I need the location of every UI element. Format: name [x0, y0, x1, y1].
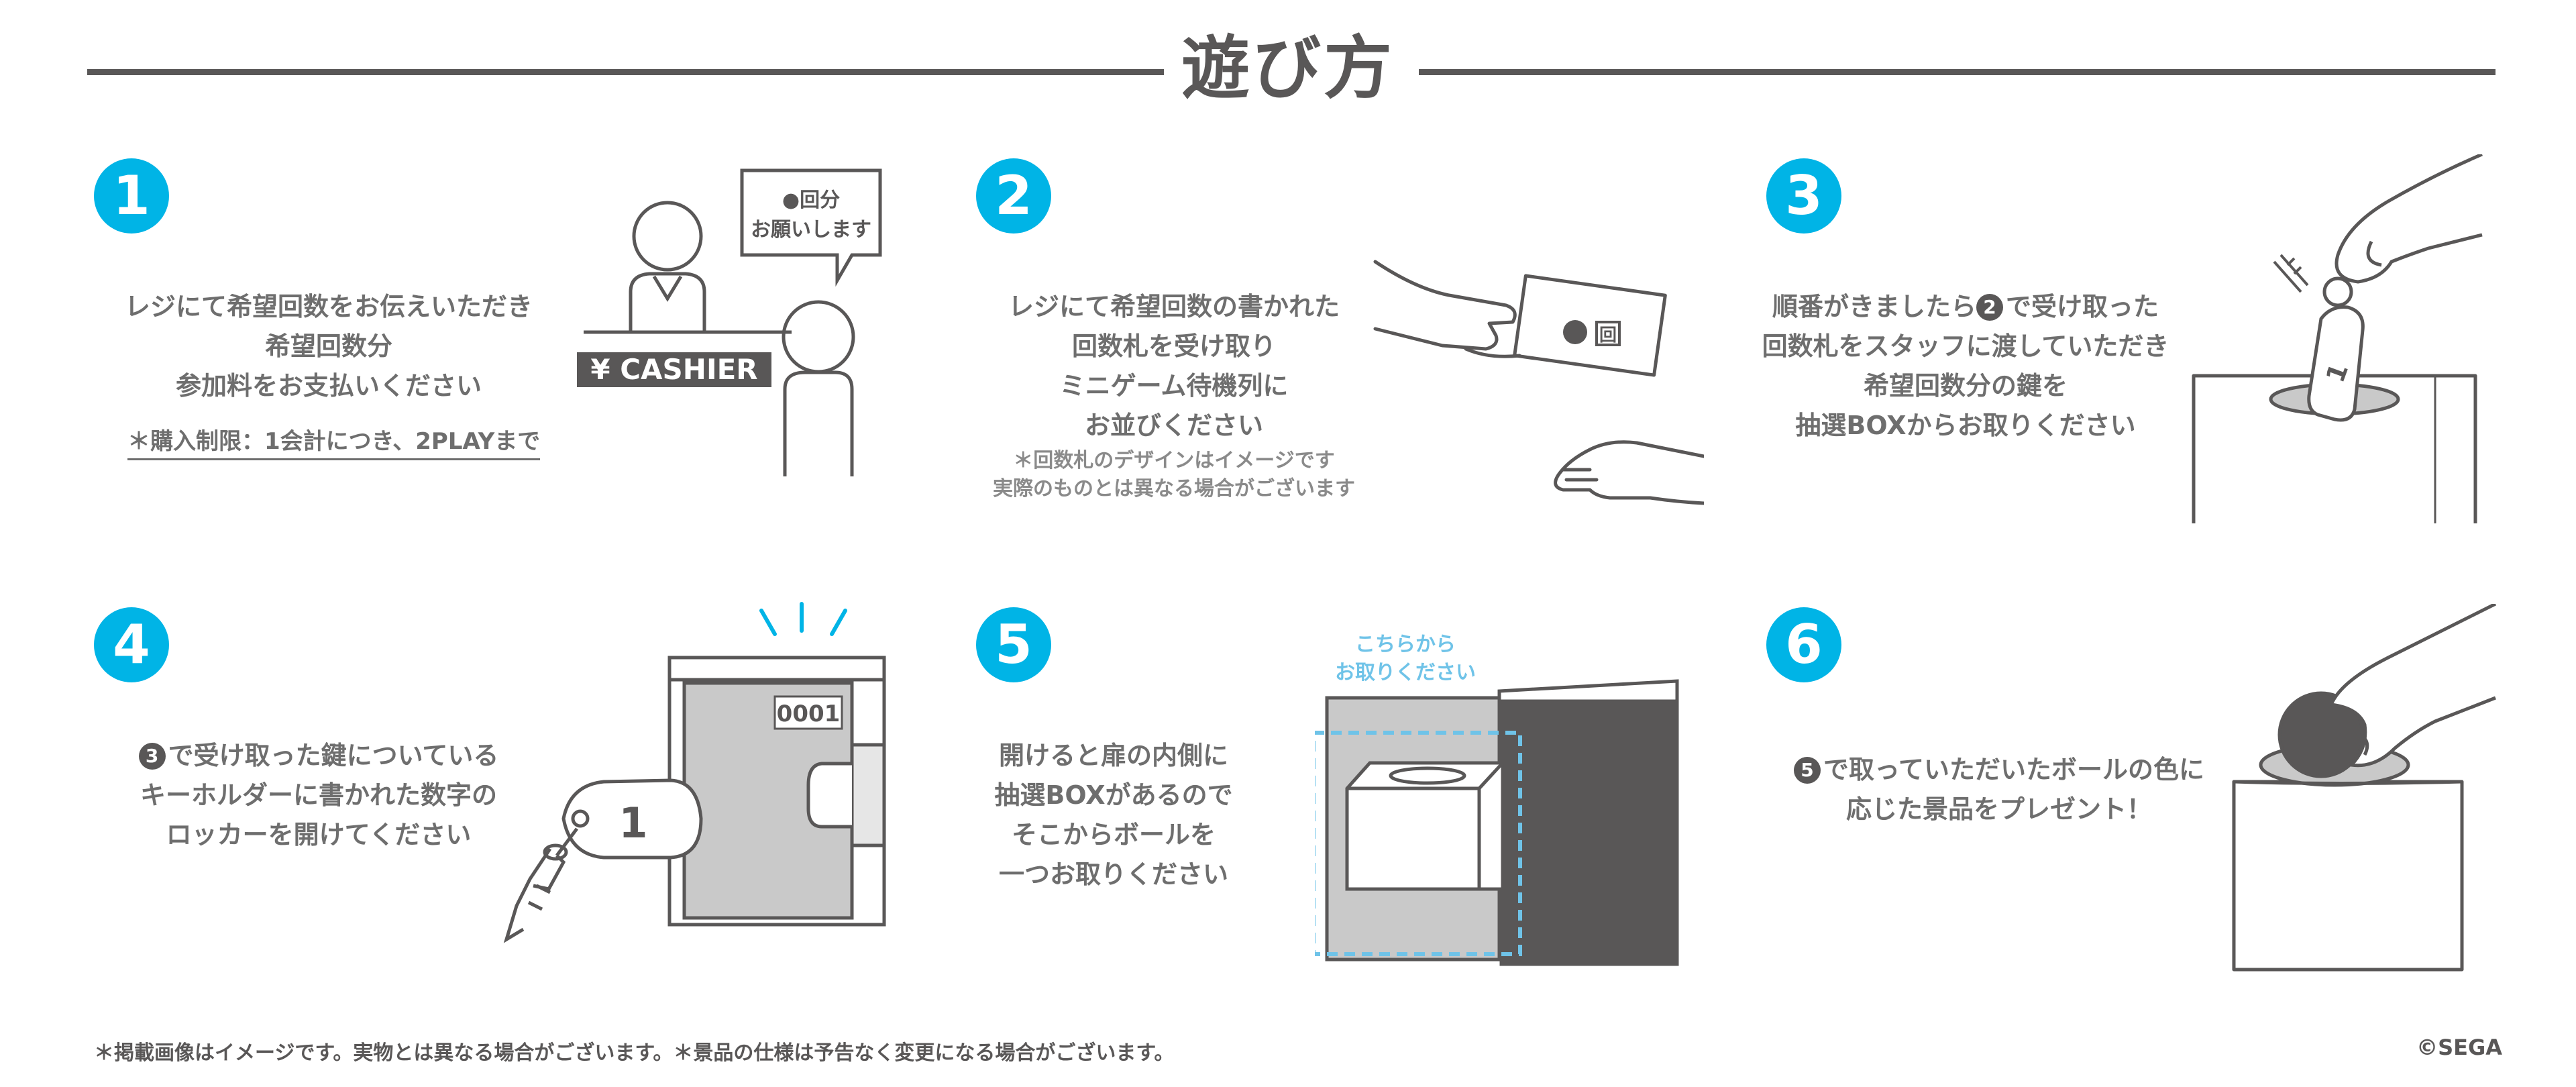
- step-2-note-line-1: ＊回数札のデザインはイメージです: [1013, 449, 1335, 472]
- keyholder-number: 1: [619, 798, 647, 847]
- sparkle-right: [830, 609, 847, 636]
- callout-highlight: [1315, 731, 1522, 956]
- step-1-text: レジにて希望回数をお伝えいただき 希望回数分 参加料をお支払いください: [94, 287, 564, 406]
- step-5-line-3: そこからボールを: [1011, 820, 1216, 849]
- step-ref-3-icon: 3: [138, 743, 166, 770]
- step-4-number: 4: [94, 607, 169, 682]
- step-3-line-4: 抽選BOXからお取りください: [1795, 411, 2136, 440]
- ticket-handover-illustration: 回: [1373, 260, 1704, 505]
- key-tag: [2307, 305, 2365, 422]
- customer-body: [783, 370, 854, 476]
- step-ref-2-icon: 2: [1976, 294, 2003, 321]
- page-title: 遊び方: [1181, 29, 1395, 109]
- purchase-limit-note: ＊購入制限：1会計につき、2PLAYまで: [127, 423, 541, 460]
- locker-number: 0001: [777, 701, 841, 727]
- count-ticket: [1513, 274, 1667, 377]
- title-rule-left: [87, 69, 1164, 75]
- sparkle-left: [759, 609, 777, 636]
- step-4-line-1-rest: で受け取った鍵についている: [168, 741, 499, 770]
- callout-line-1: こちらから: [1355, 633, 1456, 656]
- step-2-note-line-2: 実際のものとは異なる場合がございます: [993, 477, 1355, 501]
- prize-box: [2232, 780, 2464, 972]
- step-4-line-2: キーホルダーに書かれた数字の: [140, 780, 497, 810]
- customer-head: [782, 300, 855, 374]
- speech-bubble: [740, 168, 882, 287]
- customer-hand: [1554, 440, 1704, 505]
- step-2-line-3: ミニゲーム待機列に: [1059, 371, 1289, 401]
- step-3-line-1-rest: で受け取った: [2006, 292, 2159, 321]
- cashier-illustration: ¥ CASHIER ●回分 お願いします: [577, 168, 882, 476]
- step-6-number: 6: [1766, 607, 1841, 682]
- prize-box-ball-illustration: [2232, 604, 2497, 972]
- step-1-line-3: 参加料をお支払いください: [175, 371, 482, 401]
- step-2-number: 2: [976, 158, 1051, 234]
- step-5-line-1: 開けると扉の内側に: [998, 741, 1228, 770]
- callout-line-2: お取りください: [1335, 661, 1476, 684]
- step-3-line-3: 希望回数分の鍵を: [1863, 371, 2068, 401]
- step-3-number: 3: [1766, 158, 1841, 234]
- step-6-line-2: 応じた景品をプレゼント！: [1845, 794, 2152, 824]
- locker-handle: [806, 762, 852, 829]
- step-2-line-1: レジにて希望回数の書かれた: [1008, 292, 1340, 321]
- footer-disclaimer: ＊掲載画像はイメージです。実物とは異なる場合がございます。＊景品の仕様は予告なく…: [94, 1041, 1175, 1065]
- step-2-text: レジにて希望回数の書かれた 回数札を受け取り ミニゲーム待機列に お並びください: [953, 287, 1395, 446]
- title-rule-right: [1419, 69, 2496, 75]
- step-5-line-4: 一つお取りください: [998, 860, 1228, 889]
- locker-illustration: 0001 1: [503, 602, 886, 943]
- step-3-line-1-pre: 順番がきましたら: [1772, 292, 1976, 321]
- speech-line-2: お願いします: [751, 218, 871, 242]
- hand: [2329, 604, 2497, 768]
- step-2-line-2: 回数札を受け取り: [1071, 331, 1276, 361]
- key-icon: [2273, 254, 2309, 293]
- step-1-line-2: 希望回数分: [264, 331, 392, 361]
- step-1-number: 1: [94, 158, 169, 234]
- step-5-text: 開けると扉の内側に 抽選BOXがあるので そこからボールを 一つお取りください: [946, 736, 1281, 894]
- cashier-head: [632, 201, 703, 272]
- cashier-sign: [577, 352, 771, 387]
- step-4-line-3: ロッカーを開けてください: [166, 820, 472, 849]
- step-5-number: 5: [976, 607, 1051, 682]
- copyright: ©SEGA: [2416, 1035, 2502, 1060]
- step-3-line-2: 回数札をスタッフに渡していただき: [1762, 331, 2169, 361]
- locker-number-plate: [773, 695, 843, 730]
- key-icon: [503, 827, 578, 943]
- step-5-line-2: 抽選BOXがあるので: [994, 780, 1233, 810]
- ticket-label: 回: [1599, 325, 1617, 346]
- hand: [2334, 154, 2483, 284]
- step-6-line-1-rest: で取っていただいたボールの色に: [1823, 755, 2205, 784]
- open-locker-box-illustration: こちらから お取りください: [1315, 633, 1679, 966]
- keyholder-tag: [561, 778, 703, 860]
- staff-hand: [1373, 260, 1517, 351]
- step-2-line-4: お並びください: [1084, 411, 1263, 440]
- lottery-box-key-illustration: 1: [2192, 154, 2483, 523]
- cashier-body: [629, 272, 706, 332]
- step-2-note: ＊回数札のデザインはイメージです 実際のものとは異なる場合がございます: [953, 447, 1395, 503]
- ticket-dot: [1563, 320, 1587, 344]
- step-ref-5-icon: 5: [1793, 757, 1821, 784]
- cashier-sign-label: ¥ CASHIER: [590, 353, 757, 386]
- speech-line-1: ●回分: [782, 189, 840, 212]
- lottery-box: [1345, 761, 1505, 891]
- step-1-line-1: レジにて希望回数をお伝えいただき: [124, 292, 533, 321]
